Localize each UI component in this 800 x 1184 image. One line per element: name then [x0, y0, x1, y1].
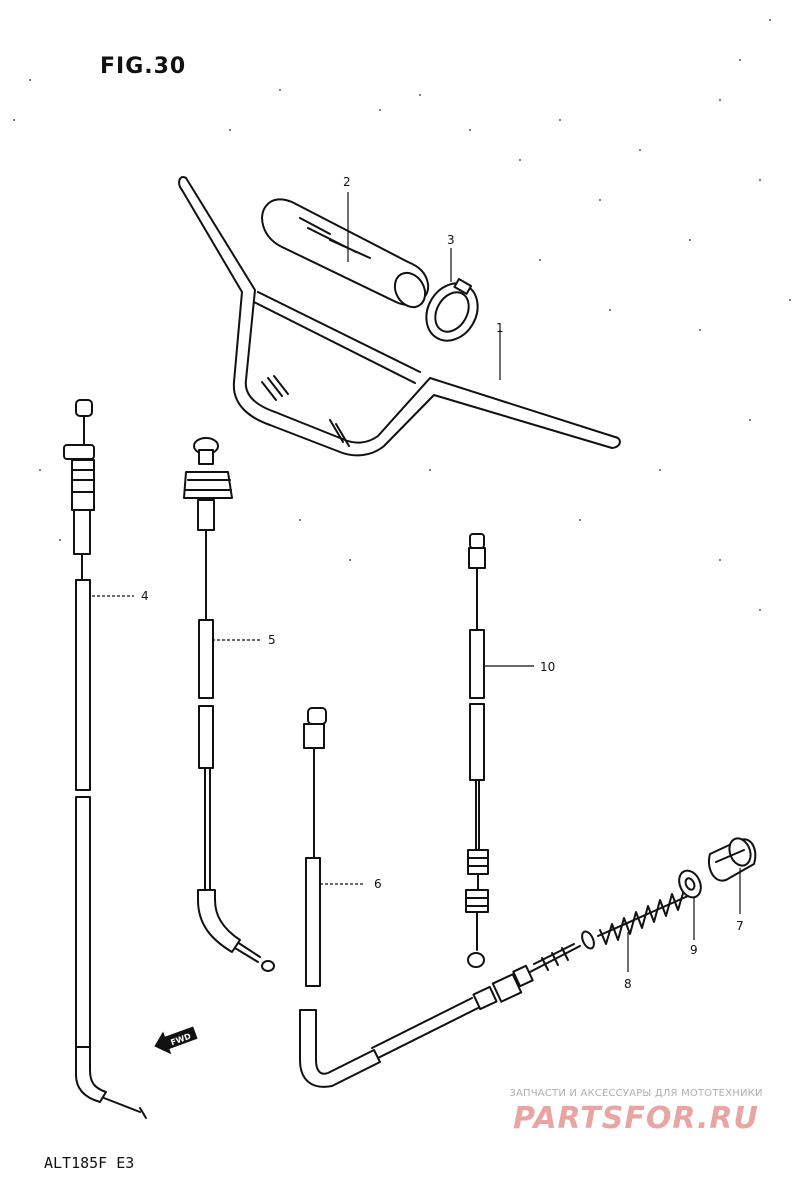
callout-9: 9 [690, 943, 698, 957]
grip [261, 198, 430, 309]
forward-arrow-icon: FWD [154, 1026, 198, 1055]
throttle-cable [63, 399, 147, 1119]
model-code: ALT185F E3 [44, 1154, 135, 1172]
clamp [425, 278, 479, 342]
spring [597, 889, 689, 945]
callout-1: 1 [496, 321, 504, 335]
watermark: ЗАПЧАСТИ И АКСЕССУАРЫ ДЛЯ МОТОТЕХНИКИ PA… [486, 1088, 786, 1136]
choke-cable [183, 437, 275, 972]
rear-brake-cable [465, 533, 489, 968]
watermark-brand: PARTSFOR.RU [513, 1101, 759, 1136]
leader-lines [92, 192, 741, 972]
callout-10: 10 [540, 660, 555, 674]
callout-7: 8 [624, 977, 632, 991]
joint [708, 837, 757, 882]
callout-2: 2 [343, 175, 351, 189]
scan-speckle [13, 19, 791, 611]
handlebar [178, 176, 621, 457]
part-numbers: 2 3 1 4 5 10 6 7 9 8 [141, 175, 744, 991]
figure-title: FIG.30 [100, 54, 187, 79]
callout-5: 5 [268, 633, 276, 647]
callout-6: 6 [374, 877, 382, 891]
washer [678, 869, 702, 899]
callout-8: 7 [736, 919, 744, 933]
front-brake-cable [299, 707, 595, 1088]
callout-4: 4 [141, 589, 149, 603]
callout-3: 3 [447, 233, 455, 247]
watermark-tagline: ЗАПЧАСТИ И АКСЕССУАРЫ ДЛЯ МОТОТЕХНИКИ [509, 1088, 763, 1099]
